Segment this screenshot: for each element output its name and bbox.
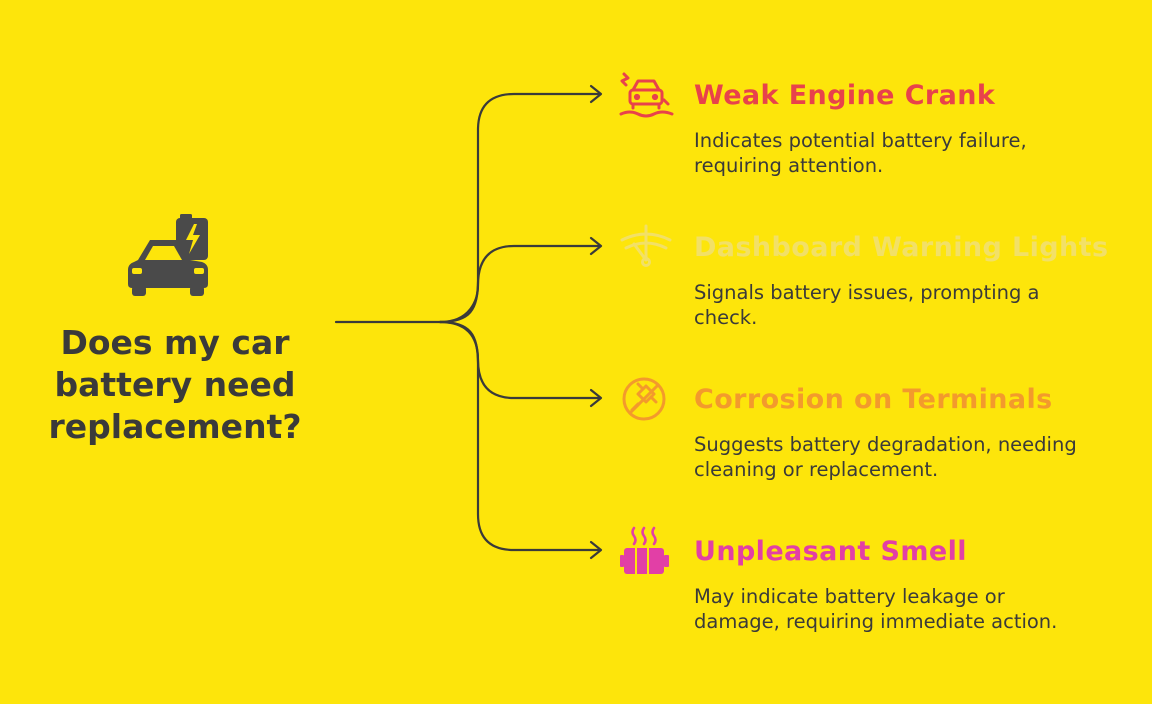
description-line: Suggests battery degradation, needing <box>694 433 1077 456</box>
no-plug-icon <box>616 374 676 424</box>
hot-battery-icon <box>616 526 676 576</box>
wiper-icon <box>616 222 676 272</box>
branch-title: Corrosion on Terminals <box>694 384 1053 415</box>
connector-dashboard-warning <box>438 244 602 324</box>
description-line: requiring attention. <box>694 154 884 177</box>
question-line: battery need <box>54 365 296 404</box>
description-line: May indicate battery leakage or <box>694 585 1005 608</box>
branch-description: Suggests battery degradation, needing cl… <box>694 432 1134 482</box>
branch-title: Dashboard Warning Lights <box>694 232 1109 263</box>
arrowhead <box>589 84 603 104</box>
central-question: Does my car battery need replacement? <box>30 322 320 448</box>
description-line: damage, requiring immediate action. <box>694 610 1058 633</box>
arrowhead <box>589 236 603 256</box>
branch-title: Weak Engine Crank <box>694 80 996 111</box>
description-line: Indicates potential battery failure, <box>694 129 1027 152</box>
description-line: Signals battery issues, prompting a <box>694 281 1040 304</box>
connector-unpleasant-smell <box>438 320 602 552</box>
arrowhead <box>589 388 603 408</box>
branch-description: Indicates potential battery failure, req… <box>694 128 1134 178</box>
car-battery-icon <box>124 210 214 300</box>
question-line: Does my car <box>60 323 290 362</box>
arrowhead <box>589 540 603 560</box>
connector-corrosion <box>438 320 602 400</box>
question-line: replacement? <box>48 407 302 446</box>
branch-title: Unpleasant Smell <box>694 536 967 567</box>
branch-description: May indicate battery leakage or damage, … <box>694 584 1134 634</box>
car-skid-icon <box>616 70 676 120</box>
branch-description: Signals battery issues, prompting a chec… <box>694 280 1134 330</box>
connector-weak-engine-crank <box>438 92 602 324</box>
description-line: check. <box>694 306 758 329</box>
description-line: cleaning or replacement. <box>694 458 939 481</box>
